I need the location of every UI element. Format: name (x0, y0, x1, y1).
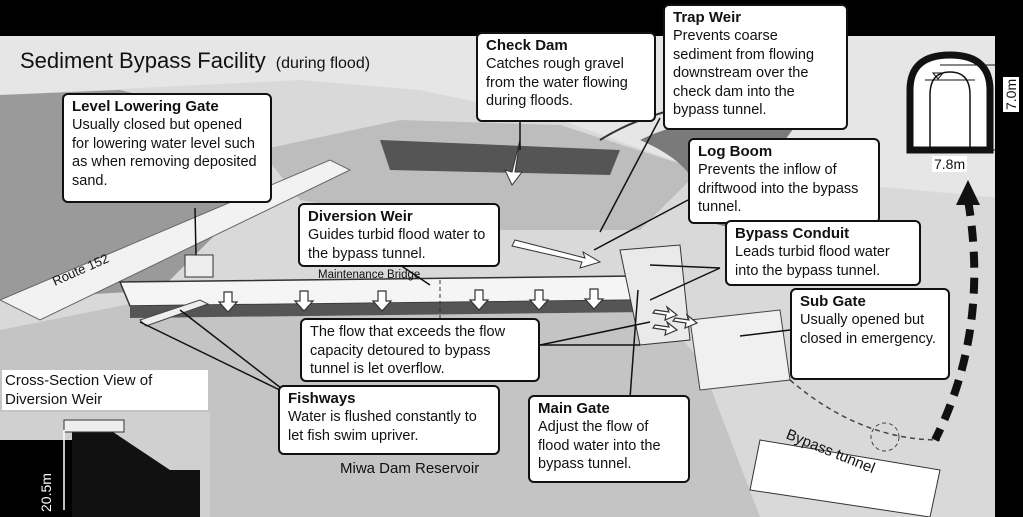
leader-lines (139, 117, 791, 399)
intake-arrows (651, 305, 699, 336)
fishways-title: Fishways (288, 390, 356, 407)
diversion-flow-arrow (511, 239, 602, 269)
right-band (995, 36, 1023, 517)
callout-sub-gate: Sub Gate Usually opened but closed in em… (790, 288, 950, 380)
diversion-weir-title: Diversion Weir (308, 208, 413, 225)
level-gate-title: Level Lowering Gate (72, 98, 219, 115)
tunnel-width-label: 7.8m (932, 156, 968, 172)
check-dam-desc: Catches rough gravel from the water flow… (486, 56, 628, 109)
bypass-conduit-desc: Leads turbid flood water into the bypass… (735, 244, 890, 279)
level-gate-desc: Usually closed but opened for lowering w… (72, 117, 257, 189)
sub-gate-desc: Usually opened but closed in emergency. (800, 312, 936, 347)
tunnel-route-arrowhead (956, 180, 980, 205)
callout-diversion-weir: Diversion Weir Guides turbid flood water… (298, 203, 500, 267)
upper-river (260, 120, 700, 230)
sub-gate-title: Sub Gate (800, 293, 866, 310)
tunnel-section-inner (929, 71, 971, 151)
top-band (0, 0, 1023, 36)
water-level-marker (931, 72, 945, 80)
bypass-conduit-title: Bypass Conduit (735, 225, 850, 242)
log-boom-title: Log Boom (698, 143, 773, 160)
main-gate-title: Main Gate (538, 400, 610, 417)
overflow-arrows (217, 288, 605, 313)
check-dam-flow-arrow (504, 139, 524, 186)
cross-section-label: Cross-Section View of Diversion Weir (2, 370, 208, 410)
overflow-desc: The flow that exceeds the flow capacity … (310, 324, 506, 377)
title-main: Sediment Bypass Facility (20, 48, 266, 73)
tunnel-portal-mark (870, 422, 900, 452)
diagram-title: Sediment Bypass Facility (during flood) (20, 48, 370, 74)
callout-log-boom: Log Boom Prevents the inflow of driftwoo… (688, 138, 880, 224)
conduit-box (689, 309, 791, 391)
cross-section-left-block (0, 440, 72, 517)
cross-section-weir (72, 430, 200, 517)
trap-weir-title: Trap Weir (673, 9, 742, 26)
level-gate-block (184, 254, 214, 278)
trap-weir-desc: Prevents coarse sediment from flowing do… (673, 28, 815, 118)
callout-main-gate: Main Gate Adjust the flow of flood water… (528, 395, 690, 483)
tunnel-dash-path (789, 379, 941, 441)
check-dam-structure (380, 140, 620, 175)
height-20-5-label: 20.5m (38, 473, 54, 512)
tunnel-height-label: 7.0m (1003, 76, 1019, 112)
callout-trap-weir: Trap Weir Prevents coarse sediment from … (663, 4, 848, 130)
diversion-weir-desc: Guides turbid flood water to the bypass … (308, 227, 486, 262)
tunnel-route-dashes (931, 199, 979, 442)
log-boom-desc: Prevents the inflow of driftwood into th… (698, 162, 859, 215)
callout-check-dam: Check Dam Catches rough gravel from the … (476, 32, 656, 122)
diversion-weir-face (130, 300, 650, 318)
bypass-tunnel-strip (749, 439, 941, 517)
callout-overflow: The flow that exceeds the flow capacity … (300, 318, 540, 382)
callout-bypass-conduit: Bypass Conduit Leads turbid flood water … (725, 220, 921, 286)
fishways-desc: Water is flushed constantly to let fish … (288, 409, 477, 444)
callout-fishways: Fishways Water is flushed constantly to … (278, 385, 500, 455)
main-gate-desc: Adjust the flow of flood water into the … (538, 419, 661, 472)
title-subtitle: (during flood) (275, 55, 371, 72)
check-dam-title: Check Dam (486, 37, 568, 54)
callout-level-lowering-gate: Level Lowering Gate Usually closed but o… (62, 93, 272, 203)
intake-structure (619, 244, 691, 346)
reservoir-label: Miwa Dam Reservoir (340, 460, 480, 477)
cross-section-bridge (63, 419, 125, 433)
maintenance-bridge-label: Maintenance Bridge (318, 269, 421, 281)
tunnel-section-outline (906, 51, 994, 154)
